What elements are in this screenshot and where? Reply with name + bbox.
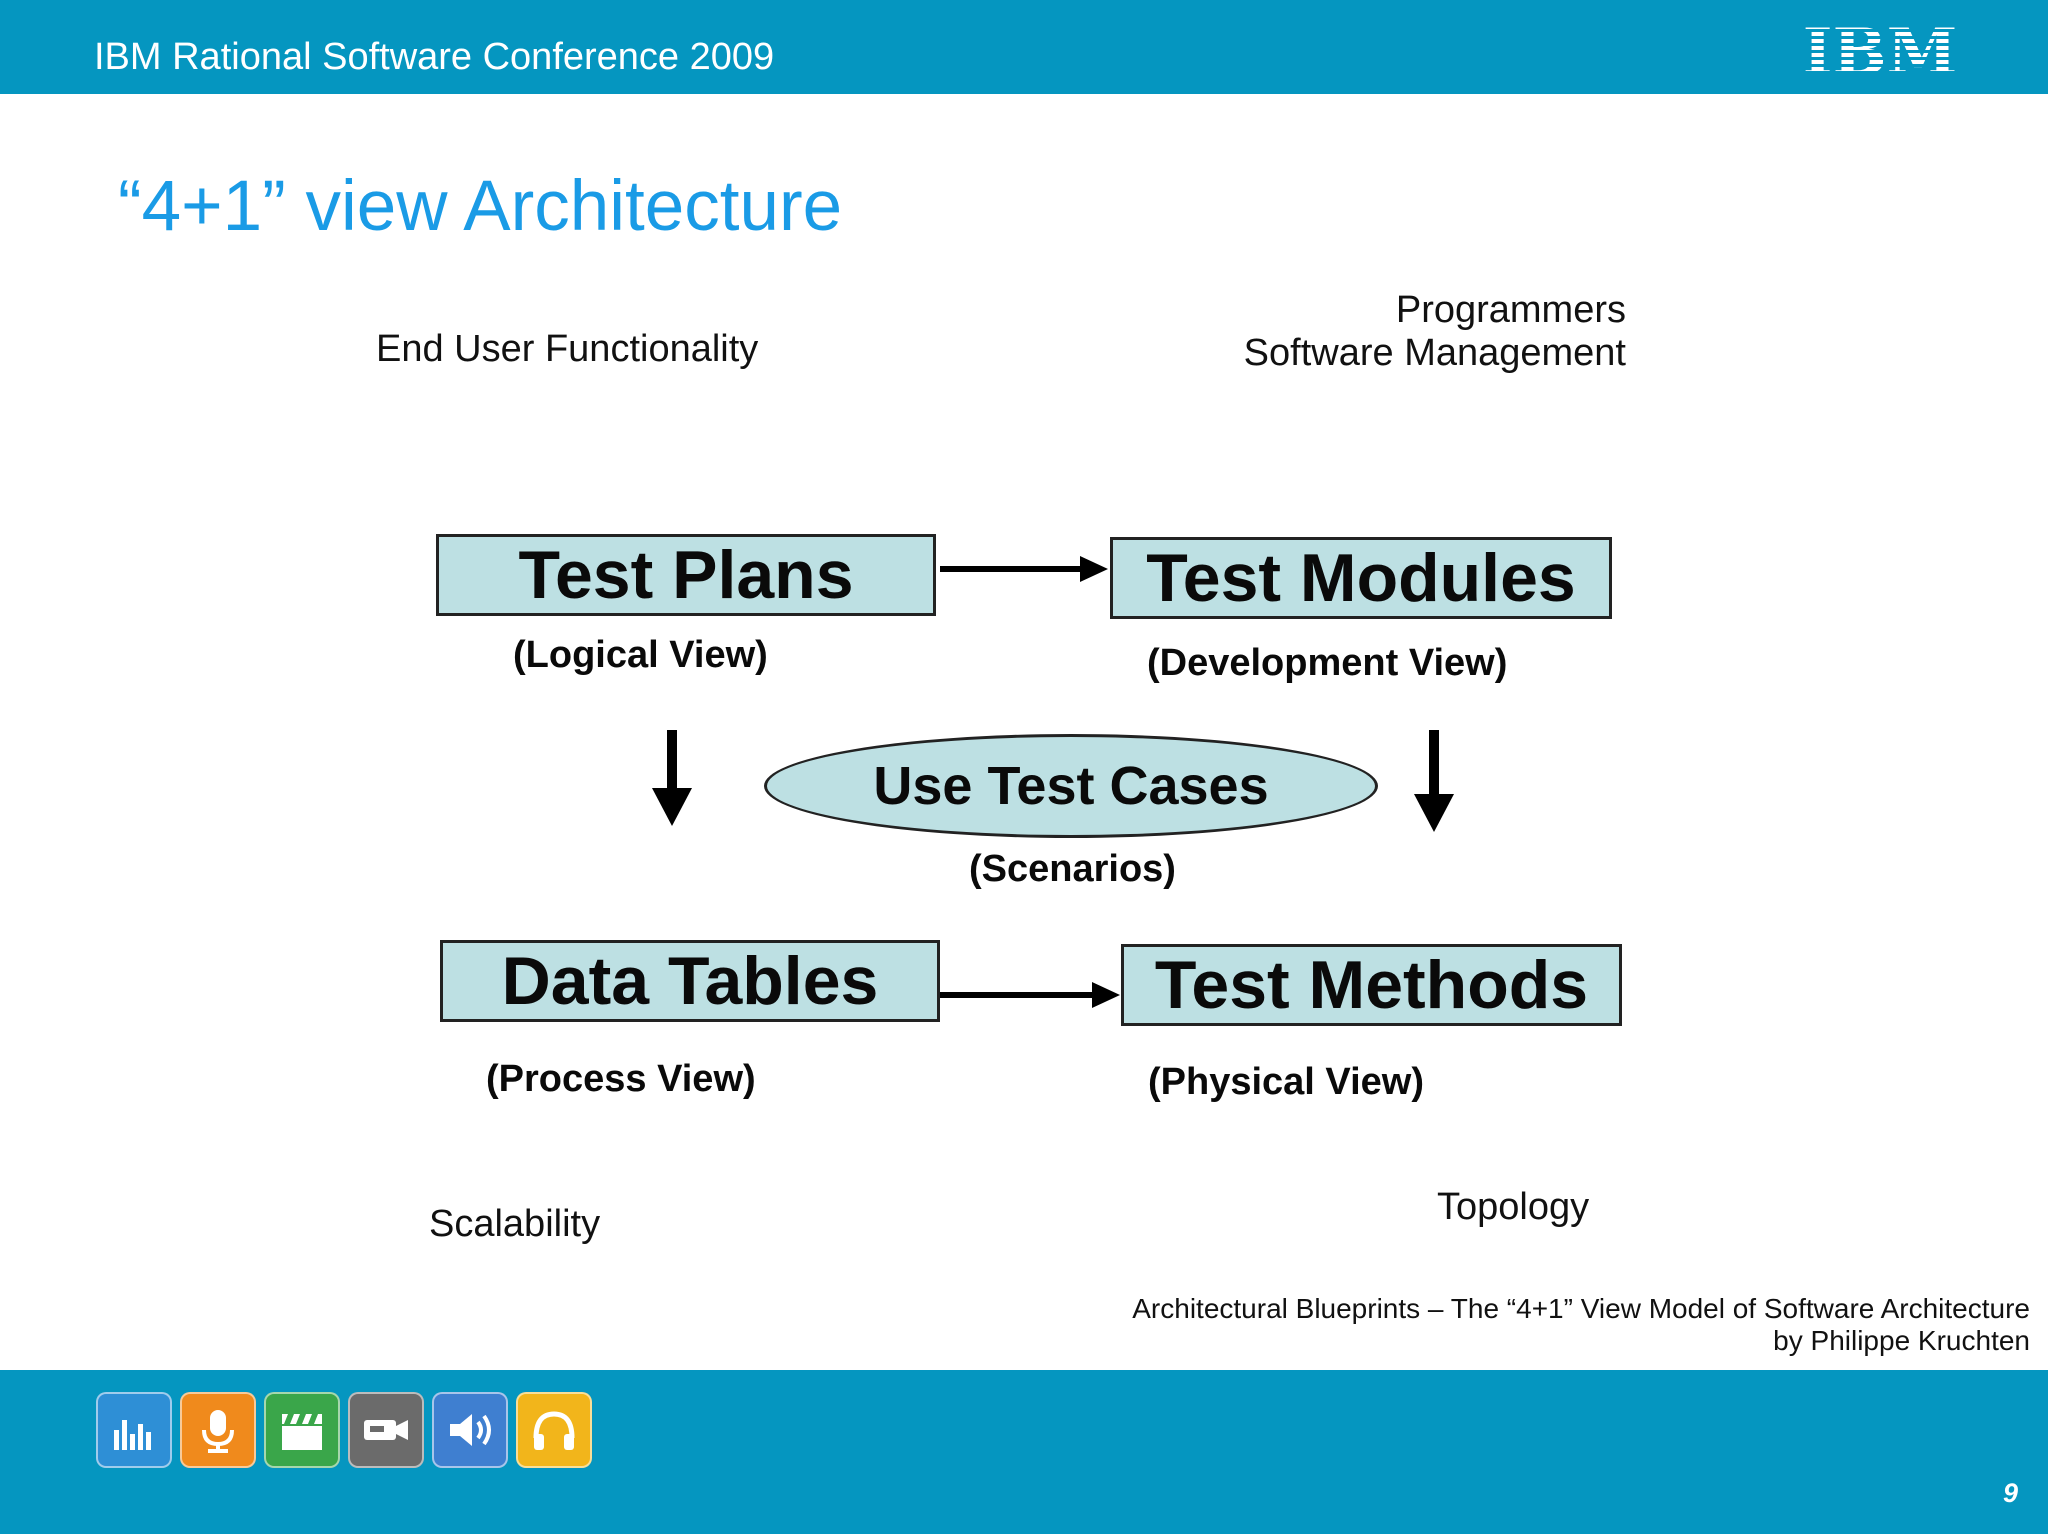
logical-view-box: Test Plans [436, 534, 936, 616]
citation-line1: Architectural Blueprints – The “4+1” Vie… [1132, 1293, 2030, 1324]
footer-icons [96, 1392, 592, 1468]
physical-view-label: Test Methods [1154, 947, 1589, 1023]
arrow-development-down [1414, 730, 1454, 832]
development-view-box: Test Modules [1110, 537, 1612, 619]
arrow-logical-to-development [940, 556, 1108, 582]
page-number: 9 [2002, 1478, 2018, 1508]
note-programmers-line1: Programmers [1395, 289, 1626, 331]
arrow-process-to-physical [940, 982, 1120, 1008]
logical-view-label: Test Plans [518, 537, 854, 613]
scenarios-sublabel: (Scenarios) [969, 848, 1176, 890]
ibm-logo-icon: IBM [1803, 18, 1958, 80]
scenarios-ellipse: Use Test Cases [764, 734, 1378, 838]
clapperboard-icon[interactable] [264, 1392, 340, 1468]
arrow-logical-down [652, 730, 692, 826]
citation-line2: by Philippe Kruchten [1773, 1325, 2030, 1356]
speaker-icon[interactable] [432, 1392, 508, 1468]
note-end-user-functionality: End User Functionality [376, 328, 759, 370]
microphone-icon[interactable] [180, 1392, 256, 1468]
note-scalability: Scalability [429, 1203, 601, 1245]
header-bar: IBM Rational Software Conference 2009 IB… [0, 0, 2048, 94]
svg-text:IBM: IBM [1803, 18, 1958, 80]
logical-view-sublabel: (Logical View) [513, 634, 768, 676]
process-view-sublabel: (Process View) [486, 1058, 756, 1100]
headphones-icon[interactable] [516, 1392, 592, 1468]
citation: Architectural Blueprints – The “4+1” Vie… [1132, 1293, 2030, 1357]
development-view-label: Test Modules [1146, 540, 1576, 616]
note-programmers-line2: Software Management [1243, 332, 1626, 374]
video-camera-icon[interactable] [348, 1392, 424, 1468]
physical-view-box: Test Methods [1121, 944, 1622, 1026]
footer-bar [0, 1370, 2048, 1534]
physical-view-sublabel: (Physical View) [1148, 1061, 1424, 1103]
scenarios-label: Use Test Cases [873, 756, 1269, 816]
development-view-sublabel: (Development View) [1147, 642, 1508, 684]
process-view-box: Data Tables [440, 940, 940, 1022]
note-programmers: Programmers Software Management [1180, 289, 1626, 375]
process-view-label: Data Tables [501, 943, 879, 1019]
slide-title: “4+1” view Architecture [118, 167, 843, 246]
conference-title: IBM Rational Software Conference 2009 [94, 36, 775, 78]
note-topology: Topology [1437, 1186, 1590, 1228]
equalizer-icon[interactable] [96, 1392, 172, 1468]
